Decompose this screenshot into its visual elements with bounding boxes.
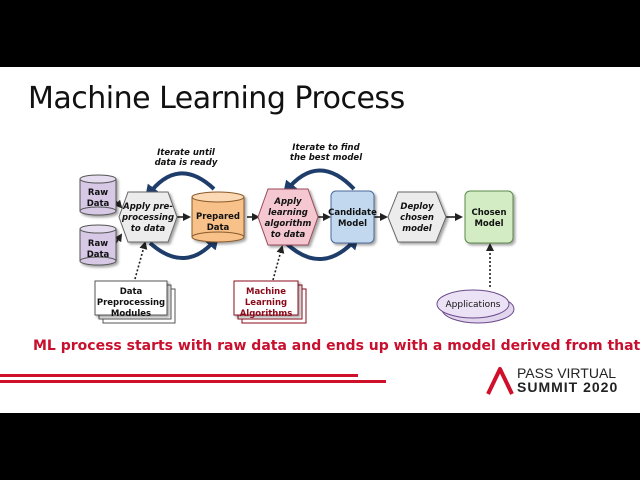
deploy-model-label: Deploy <box>400 202 434 212</box>
model-loop-top-arrow <box>282 168 356 195</box>
raw-data-2-label: Raw <box>88 239 108 249</box>
prep-loop-arrows <box>144 171 220 260</box>
pass-summit-logo: PASS VIRTUAL SUMMIT 2020 <box>485 365 635 396</box>
deploy-model-label: chosen <box>400 213 434 223</box>
iterate-model-label: the best model <box>290 153 363 163</box>
iterate-prep-label: data is ready <box>155 158 218 168</box>
footer-divider-line <box>0 380 386 383</box>
candidate-model-label: Model <box>338 219 367 229</box>
chosen-model-box <box>464 190 514 244</box>
deploy-model-label: model <box>402 224 433 234</box>
raw-data-1-label: Data <box>87 199 110 209</box>
raw-data-1-cylinder <box>79 174 117 216</box>
ml-algorithms-stack <box>233 280 307 324</box>
apply-learning-label: Apply <box>273 197 302 207</box>
model-loop-arrows <box>282 168 360 261</box>
iterate-model-label: Iterate to find <box>292 143 360 153</box>
input-arrows <box>134 241 494 287</box>
ml-algorithms-label: Algorithms <box>240 309 293 319</box>
ml-algorithms-label: Learning <box>245 298 287 308</box>
candidate-model-label: Candidate <box>328 208 377 218</box>
slide-title: Machine Learning Process <box>28 81 405 116</box>
prepared-data-label: Prepared <box>196 212 240 222</box>
apply-preprocessing-hexagon <box>118 191 178 243</box>
slide: Machine Learning Process Iterate until d… <box>0 67 640 413</box>
preprocessing-modules-label: Data <box>120 287 143 297</box>
apply-preprocessing-label: to data <box>131 224 166 234</box>
preprocessing-modules-stack <box>94 280 176 324</box>
candidate-model-box <box>330 190 375 244</box>
footer-divider-line <box>0 374 358 377</box>
preprocessing-modules-label: Preprocessing <box>97 298 165 308</box>
flow-arrows <box>113 198 463 247</box>
raw-data-2-label: Data <box>87 250 110 260</box>
chosen-model-label: Model <box>474 219 503 229</box>
applications-label: Applications <box>446 300 501 310</box>
raw-data-1-label: Raw <box>88 188 108 198</box>
apply-preprocessing-label: Apply pre- <box>122 202 173 212</box>
model-loop-bottom-arrow <box>284 235 360 261</box>
ml-algorithms-label: Machine <box>246 287 286 297</box>
apply-learning-hexagon <box>257 188 319 246</box>
deploy-model-hexagon <box>387 191 447 243</box>
ml-process-diagram: Iterate until data is ready Iterate to f… <box>79 143 515 324</box>
slide-caption: ML process starts with raw data and ends… <box>33 338 640 354</box>
apply-learning-label: learning <box>268 208 308 218</box>
chosen-model-label: Chosen <box>471 208 506 218</box>
apply-learning-label: to data <box>271 230 306 240</box>
logo-line-1: PASS VIRTUAL <box>517 365 617 381</box>
prepared-data-label: Data <box>207 223 230 233</box>
logo-line-2: SUMMIT 2020 <box>517 379 619 395</box>
apply-learning-label: algorithm <box>265 219 312 229</box>
prep-loop-bottom-arrow <box>148 235 220 260</box>
iterate-prep-label: Iterate until <box>157 148 216 158</box>
apply-preprocessing-label: processing <box>121 213 174 223</box>
prep-loop-top-arrow <box>144 171 216 199</box>
pass-summit-mark-icon <box>486 367 514 395</box>
preprocessing-modules-label: Modules <box>111 309 151 319</box>
prepared-data-cylinder <box>191 191 245 243</box>
raw-data-2-cylinder <box>79 224 117 266</box>
applications-ellipse <box>436 289 515 324</box>
